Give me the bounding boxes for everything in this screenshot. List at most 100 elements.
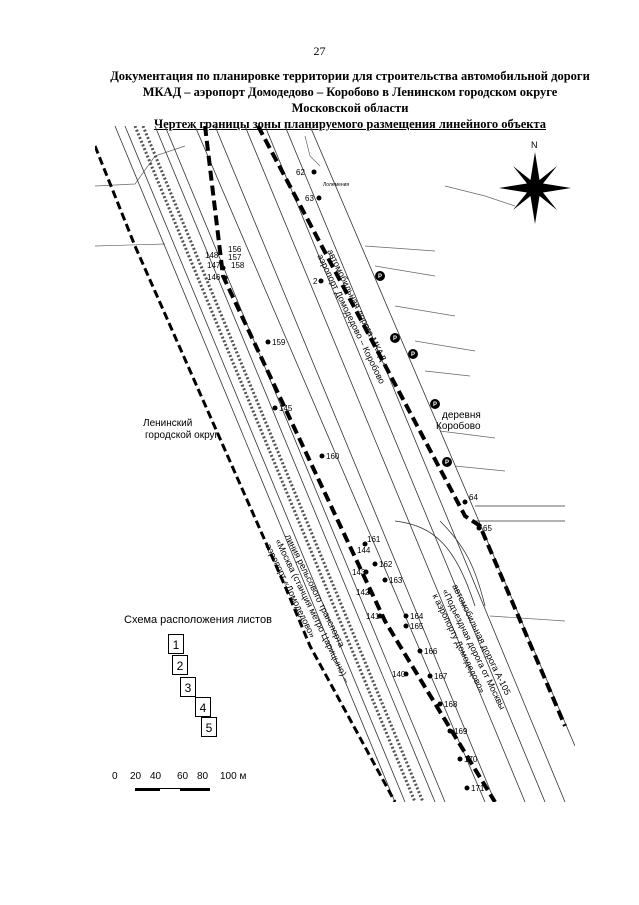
scale-bar-segment (160, 788, 180, 791)
parking-icon: P (411, 352, 415, 358)
point-label: 144 (357, 546, 371, 555)
point-label: 63 (305, 194, 314, 203)
point-label: 169 (454, 727, 468, 736)
rail-label: линия рельсового транспорта «Москва (ста… (263, 532, 352, 684)
point-label: 141 (366, 612, 380, 621)
point-label: 64 (469, 493, 478, 502)
point-label: 143 (352, 568, 366, 577)
parking-icon: P (433, 402, 437, 408)
sheet-box-5: 5 (201, 717, 217, 737)
road-line (264, 126, 546, 802)
road-a105-label: автомобильная дорога А-105 «Подъездная д… (430, 582, 512, 711)
point-label: 171 (471, 784, 485, 793)
parcel-line (424, 370, 471, 377)
rail-line-2: «Москва (станция метро Царицыно) – (273, 537, 352, 684)
parcel-line (414, 340, 476, 352)
village-label: Коробово (436, 420, 481, 432)
road-line (284, 126, 566, 802)
rail-line (141, 126, 425, 802)
parcel-line (374, 265, 436, 277)
title-line-2: МКАД – аэропорт Домодедово – Коробово в … (142, 85, 558, 99)
parcel-line (489, 615, 566, 622)
point-label: 163 (389, 576, 403, 585)
scale-label: 60 (177, 771, 189, 782)
road-line (244, 126, 526, 802)
point-label: 161 (367, 535, 381, 544)
point-label: 148 (205, 251, 219, 260)
road-a105-line-2: «Подъездная дорога от Москвы (440, 587, 507, 711)
road-mkad-line-1: автомобильная дорога МКАД – (325, 247, 391, 369)
title-line-3: Московской области (291, 101, 409, 115)
point-label: 65 (483, 524, 492, 533)
title-line-1: Документация по планировке территории дл… (110, 69, 590, 83)
point-label: 140 (392, 670, 406, 679)
point-label: 164 (410, 612, 424, 621)
scale-label: 80 (197, 771, 209, 782)
zone-boundary-east (256, 126, 567, 727)
compass-rose-icon: N (499, 140, 571, 224)
parcel-line (364, 245, 436, 252)
road-line (194, 126, 486, 802)
point-label: 62 (296, 168, 305, 177)
road-line (214, 126, 496, 802)
point-label: 156 (228, 245, 242, 254)
point-label: 145 (279, 404, 293, 413)
point-label: 167 (434, 672, 448, 681)
parking-markers: P P P P P (375, 271, 452, 467)
parcel-line (439, 430, 496, 439)
parcel-line (304, 135, 321, 167)
rail-line (133, 126, 417, 802)
point-label: 146 (207, 273, 221, 282)
scale-bar-segment (135, 788, 160, 791)
point-label: 168 (444, 700, 458, 709)
point-label: 162 (379, 560, 393, 569)
parcel-line (95, 145, 186, 187)
point-label: 147 (207, 261, 221, 270)
road-line (154, 126, 436, 802)
scale-label: 100 м (220, 771, 247, 782)
zone-boundary (95, 126, 567, 802)
point-label: 158 (231, 261, 245, 270)
parcel-line (444, 185, 516, 207)
small-map-label: Лолемения (323, 182, 349, 188)
map-labels-layer: N Ленинский городской округ деревня Коро… (143, 140, 571, 793)
scale-label: 0 (112, 771, 118, 782)
planning-map (95, 126, 575, 802)
road-line (164, 126, 446, 802)
scale-label: 40 (150, 771, 162, 782)
parcel-lines (95, 135, 566, 622)
road-line (124, 126, 406, 802)
parcel-line (454, 465, 506, 472)
point-label: 157 (228, 253, 242, 262)
compass-north-label: N (531, 140, 538, 150)
parking-icon: P (445, 460, 449, 466)
sheet-box-4: 4 (195, 697, 211, 717)
scale-bar-segment (180, 788, 210, 791)
scale-label: 20 (130, 771, 142, 782)
parcel-line (394, 305, 456, 317)
point-label: 159 (272, 338, 286, 347)
point-label: 165 (410, 622, 424, 631)
sheet-box-2: 2 (172, 655, 188, 675)
parking-icon: P (378, 274, 382, 280)
crossroad-line (394, 520, 476, 607)
area-label: Ленинский (143, 418, 192, 429)
area-label: городской округ (145, 430, 219, 441)
title-line-4: Чертеж границы зоны планируемого размеще… (153, 117, 547, 131)
point-label: 142 (356, 588, 370, 597)
sheet-box-1: 1 (168, 634, 184, 654)
zone-boundary-west (203, 126, 497, 802)
point-label: 160 (326, 452, 340, 461)
road-mkad-line-2: аэропорт Домодедово – Коробово (315, 252, 387, 385)
document-title: Документация по планировке территории дл… (90, 68, 610, 132)
parking-icon: P (393, 336, 397, 342)
point-label: 170 (464, 755, 478, 764)
page-number: 27 (313, 44, 326, 58)
road-line (114, 126, 396, 802)
zone-boundary-rail (95, 145, 397, 802)
parcel-line (95, 243, 166, 247)
crossroad-line (439, 520, 486, 607)
point-label: 2 (313, 277, 318, 286)
sheet-box-3: 3 (180, 677, 196, 697)
boundary-points: 62 63 2 156 157 158 148 147 146 159 145 … (205, 168, 492, 793)
